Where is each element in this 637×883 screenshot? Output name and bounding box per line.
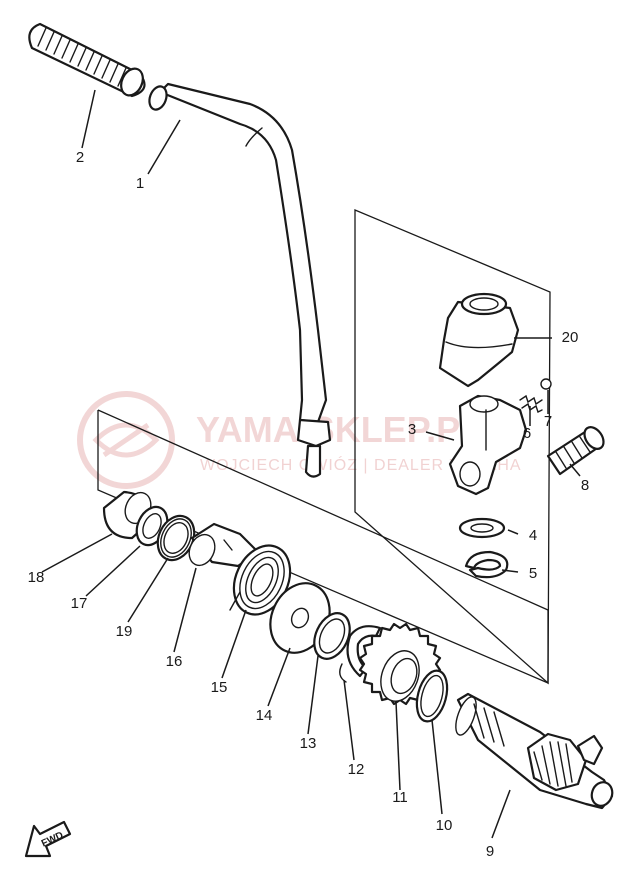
callouts: 2 1 20 3 6 7 8 4 5 18 17 19 16 15 14 13 … [28,149,590,860]
callout-20: 20 [562,329,579,346]
callout-8: 8 [581,477,589,494]
callout-16: 16 [166,653,183,670]
torsion-spring [229,544,292,616]
kick-lever [148,82,332,478]
kick-axle [455,692,614,810]
kick-boss-bolt [546,426,605,476]
callout-10: 10 [436,817,453,834]
circlip-small [313,612,351,660]
callout-7: 7 [544,413,552,430]
callout-9: 9 [486,843,494,860]
callout-11: 11 [392,789,408,806]
callout-1: 1 [136,175,144,192]
kick-boss-boot [438,292,520,388]
watermark-title: YAMA-SKLEP.PL [196,409,482,450]
kick-axle-assembly-box-top [97,409,549,611]
callout-5: 5 [529,565,537,582]
fwd-arrow-icon: FWD [24,820,72,858]
watermark: YAMA-SKLEP.PL WOJCIECH GWIÓZ | DEALER YA… [77,391,522,489]
kick-gear [358,622,442,706]
kick-boss [448,394,528,496]
kick-grip [28,22,146,98]
callout-13: 13 [300,735,317,752]
watermark-logo [77,391,175,489]
detent-spring [519,394,543,413]
detent-ball [540,378,552,390]
callout-2: 2 [76,149,84,166]
callout-19: 19 [116,623,133,640]
watermark-subtitle: WOJCIECH GWIÓZ | DEALER YAMAHA [200,455,522,474]
callout-3: 3 [408,421,416,438]
callout-17: 17 [71,595,88,612]
snap-ring [415,669,449,723]
callout-4: 4 [529,527,537,544]
callout-15: 15 [211,679,228,696]
callout-12: 12 [348,761,365,778]
callout-18: 18 [28,569,45,586]
leader-lines [41,89,581,839]
callout-6: 6 [523,425,531,442]
circlip [464,550,509,579]
washer [458,517,506,539]
callout-14: 14 [256,707,273,724]
bearing [156,514,196,562]
spring-guide [188,522,260,568]
kick-axle-assembly-box [97,410,549,684]
